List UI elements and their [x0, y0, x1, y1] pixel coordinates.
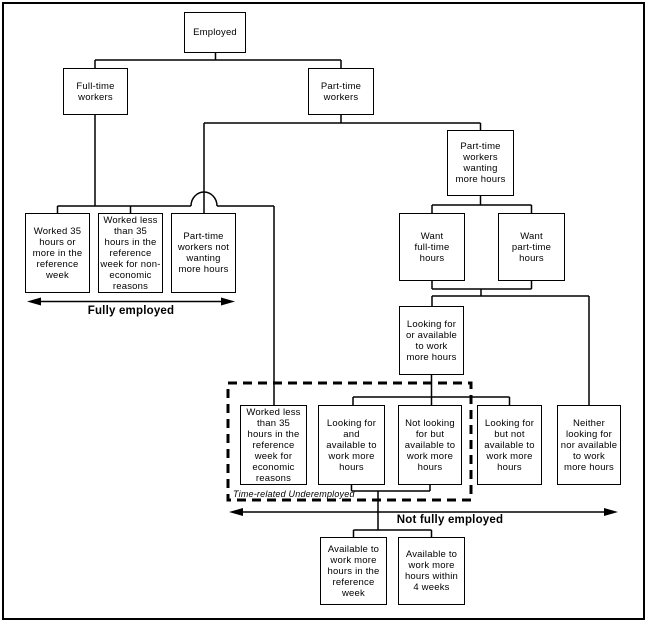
- time-related-underemployed-label: Time-related Underemployed: [233, 489, 355, 499]
- fully-employed-label: Fully employed: [87, 305, 175, 317]
- node-looking-and-available: Looking for and available to work more h…: [318, 405, 385, 485]
- node-worked-less-non-economic: Worked less than 35 hours in the referen…: [98, 213, 163, 293]
- node-worked-35-or-more: Worked 35 hours or more in the reference…: [25, 213, 90, 293]
- underemployed-dashed-box: [226, 381, 473, 502]
- node-full-time-workers: Full-time workers: [63, 68, 128, 115]
- node-looking-or-available: Looking for or available to work more ho…: [399, 306, 464, 375]
- not-fully-employed-label: Not fully employed: [396, 514, 504, 526]
- node-pt-not-wanting-more: Part-time workers not wanting more hours: [171, 213, 236, 293]
- node-not-looking-but-available: Not looking for but available to work mo…: [398, 405, 462, 485]
- not-fully-employed-arrow: [229, 508, 618, 516]
- node-part-time-workers: Part-time workers: [308, 68, 374, 115]
- node-neither-looking-nor-available: Neither looking for nor available to wor…: [557, 405, 621, 485]
- node-employed: Employed: [184, 12, 246, 53]
- node-available-4-weeks: Available to work more hours within 4 we…: [398, 537, 465, 605]
- node-pt-wanting-more: Part-time workers wanting more hours: [447, 130, 514, 196]
- tree-connectors: [56, 52, 590, 537]
- node-worked-less-economic: Worked less than 35 hours in the referen…: [240, 405, 307, 485]
- node-want-part-time: Want part-time hours: [498, 213, 565, 281]
- node-available-reference-week: Available to work more hours in the refe…: [320, 537, 387, 605]
- fully-employed-arrow: [27, 297, 235, 306]
- node-looking-but-not-available: Looking for but not available to work mo…: [477, 405, 542, 485]
- node-want-full-time: Want full-time hours: [399, 213, 465, 281]
